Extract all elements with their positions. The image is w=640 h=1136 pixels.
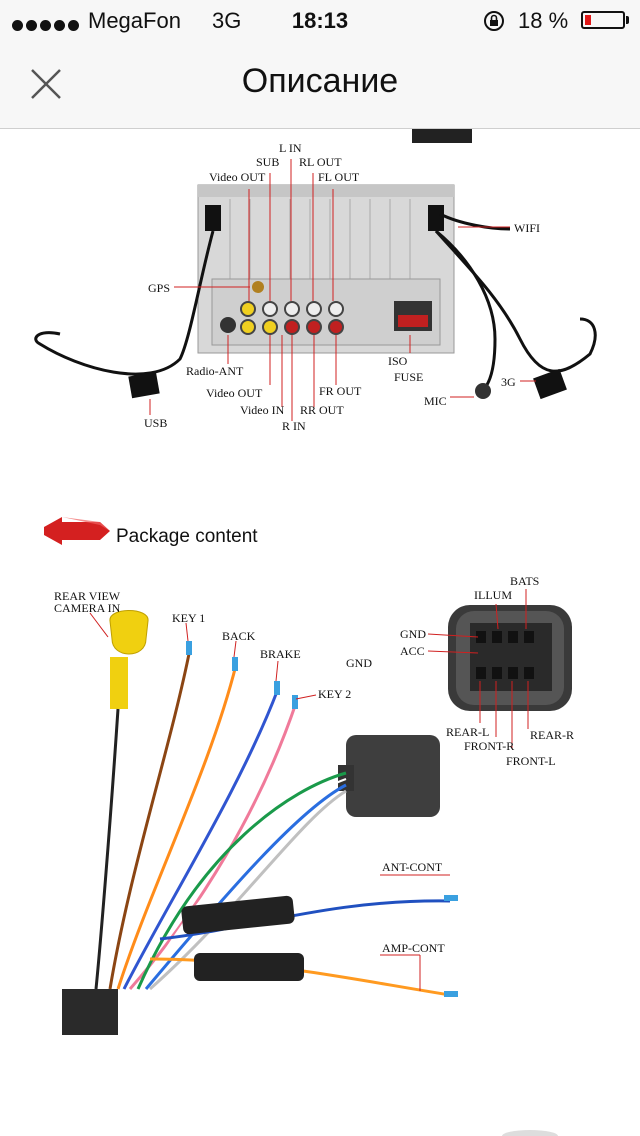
wiring-harness-diagram: REAR VIEW CAMERA IN KEY 1 BACK BRAKE GND…: [54, 574, 574, 1035]
label-gnd: GND: [400, 627, 426, 641]
label-rear-view: REAR VIEW: [54, 589, 121, 603]
rear-camera-connector: [109, 610, 149, 655]
close-icon: [31, 69, 61, 99]
label-r-in: R IN: [282, 419, 306, 433]
description-content: L IN SUB RL OUT Video OUT FL OUT WIFI GP…: [0, 129, 640, 1136]
rca-jacks: [220, 281, 344, 335]
rotation-lock-icon: [482, 9, 506, 39]
label-sub: SUB: [256, 155, 279, 169]
page-title: Описание: [241, 62, 399, 100]
label-fuse: FUSE: [394, 370, 423, 384]
status-bar: MegaFon 3G 18:13 18 %: [0, 0, 640, 42]
signal-strength-icon: [12, 11, 82, 37]
label-acc: ACC: [400, 644, 425, 658]
label-wifi: WIFI: [514, 221, 540, 235]
label-mic: MIC: [424, 394, 447, 408]
label-video-in: Video IN: [240, 403, 285, 417]
mic-cable: [435, 229, 497, 393]
label-illum: ILLUM: [474, 588, 512, 602]
label-back: BACK: [222, 629, 256, 643]
usb-cable: [34, 230, 215, 376]
label-rr-out: RR OUT: [300, 403, 344, 417]
label-rear-l: REAR-L: [446, 725, 489, 739]
amp-cont-filter: [194, 953, 304, 981]
label-fr-out: FR OUT: [319, 384, 362, 398]
label-rl-out: RL OUT: [299, 155, 342, 169]
label-radio-ant: Radio-ANT: [186, 364, 244, 378]
close-button[interactable]: [26, 64, 66, 104]
red-arrow-icon: [44, 517, 110, 545]
clock: 18:13: [291, 8, 349, 33]
label-l-in: L IN: [279, 141, 302, 155]
label-front-l: FRONT-L: [506, 754, 556, 768]
network-type: 3G: [212, 8, 242, 33]
carrier-name: MegaFon: [88, 8, 181, 33]
ant-cont-filter: [181, 895, 295, 935]
package-content-title: Package content: [116, 526, 258, 547]
label-gps: GPS: [148, 281, 170, 295]
next-image-edge: [502, 1130, 558, 1136]
product-description-image: L IN SUB RL OUT Video OUT FL OUT WIFI GP…: [34, 129, 597, 1136]
label-usb: USB: [144, 416, 167, 430]
gps-antenna-connector: [205, 205, 221, 231]
previous-image-edge: [412, 129, 472, 143]
label-key1: KEY 1: [172, 611, 205, 625]
harness-plug: [62, 989, 118, 1035]
label-camera-in: CAMERA IN: [54, 601, 121, 615]
label-3g: 3G: [501, 375, 516, 389]
label-gnd-mid: GND: [346, 656, 372, 670]
navigation-bar: Описание: [0, 42, 640, 129]
label-iso: ISO: [388, 354, 408, 368]
package-content-heading: Package content: [44, 517, 258, 547]
label-bats: BATS: [510, 574, 539, 588]
iso-connector-face: [448, 605, 572, 711]
3g-cable: [434, 229, 597, 373]
label-brake: BRAKE: [260, 647, 301, 661]
head-unit-diagram: L IN SUB RL OUT Video OUT FL OUT WIFI GP…: [34, 141, 597, 433]
label-key2: KEY 2: [318, 687, 351, 701]
label-fl-out: FL OUT: [318, 170, 360, 184]
label-video-out: Video OUT: [206, 386, 263, 400]
harness-connector-foam: [346, 735, 440, 817]
label-amp-cont: AMP-CONT: [382, 941, 445, 955]
label-ant-cont: ANT-CONT: [382, 860, 443, 874]
label-rear-r: REAR-R: [530, 728, 574, 742]
battery-tip: [626, 16, 629, 24]
battery-icon: [581, 11, 625, 29]
battery-percent: 18 %: [518, 8, 569, 33]
label-video-out-top: Video OUT: [209, 170, 266, 184]
label-front-r: FRONT-R: [464, 739, 514, 753]
